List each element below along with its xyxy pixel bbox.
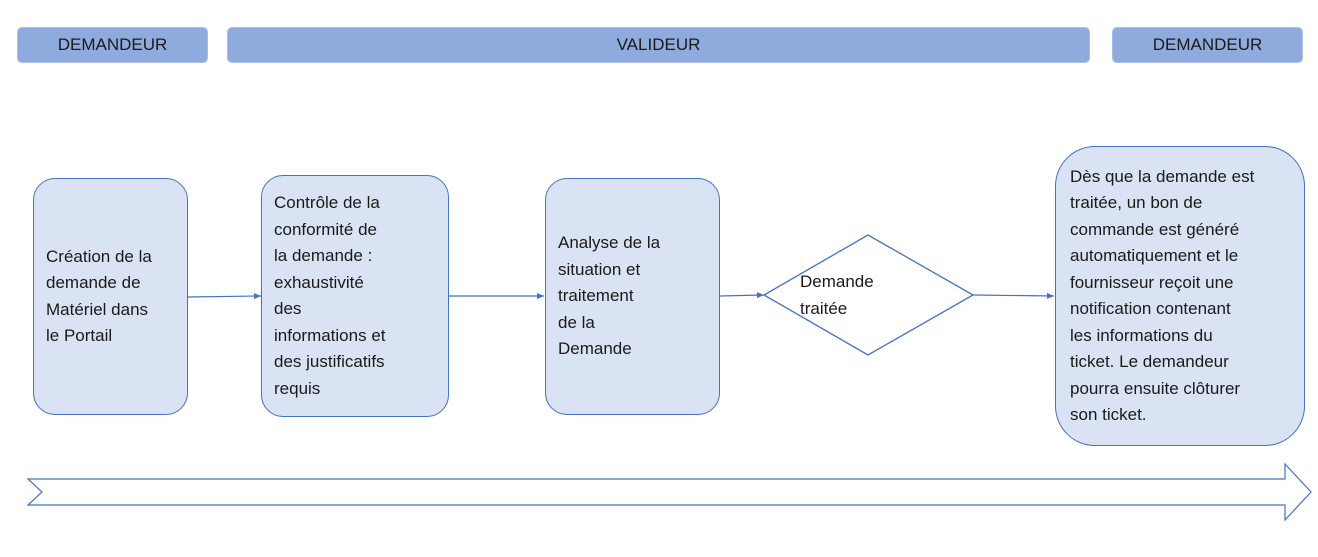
decision-diamond	[762, 234, 975, 356]
step-text: Création de la demande de Matériel dans …	[46, 246, 152, 346]
timeline-arrow	[26, 462, 1312, 522]
lane-label: DEMANDEUR	[1152, 35, 1263, 54]
lane-header-demandeur-end: DEMANDEUR	[1112, 27, 1303, 63]
lane-header-demandeur-start: DEMANDEUR	[17, 27, 208, 63]
lane-header-valideur: VALIDEUR	[227, 27, 1090, 63]
decision-label: Demande traitée	[800, 272, 874, 318]
connector-analyse-to-decision	[719, 292, 765, 299]
connector-creation-to-controle	[187, 293, 262, 300]
step-text: Analyse de la situation et traitement de…	[558, 233, 661, 359]
lane-label: VALIDEUR	[616, 35, 701, 54]
step-controle-conformite: Contrôle de la conformité de la demande …	[261, 175, 449, 417]
step-analyse-traitement: Analyse de la situation et traitement de…	[545, 178, 720, 415]
lane-label: DEMANDEUR	[57, 35, 168, 54]
step-final-bon-de-commande: Dès que la demande est traitée, un bon d…	[1055, 146, 1305, 446]
step-creation-demande: Création de la demande de Matériel dans …	[33, 178, 188, 415]
connector-decision-to-final	[972, 292, 1055, 299]
step-text: Dès que la demande est traitée, un bon d…	[1070, 166, 1255, 425]
step-text: Contrôle de la conformité de la demande …	[274, 193, 386, 398]
